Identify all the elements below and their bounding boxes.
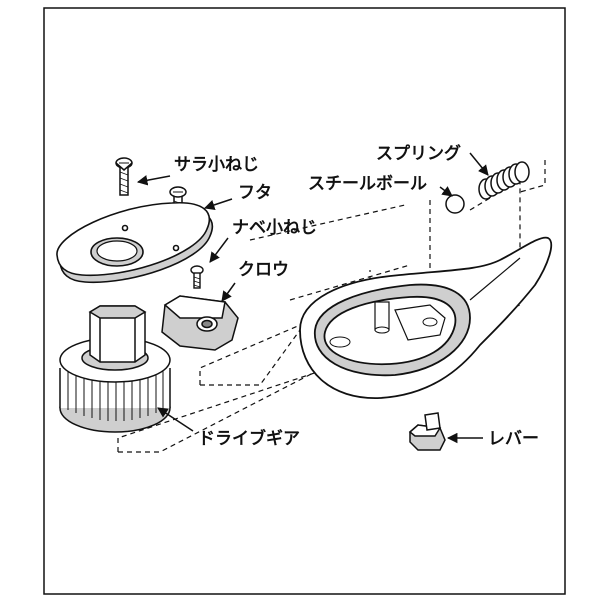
countersunk-screw-part xyxy=(115,157,133,196)
spring-leader xyxy=(469,152,489,176)
cover-plate-part xyxy=(56,201,214,284)
drive-gear-part xyxy=(59,305,171,433)
pawl-label: クロウ xyxy=(238,260,289,280)
cover-leader xyxy=(204,198,233,210)
cover-label: フタ xyxy=(238,183,272,203)
countersunk-screw-label: サラ小ねじ xyxy=(174,155,259,175)
spring-part xyxy=(478,161,530,200)
steel-ball-leader xyxy=(439,186,453,197)
pawl-part xyxy=(161,295,239,351)
pawl-leader xyxy=(221,282,236,302)
drive-gear-label: ドライブギア xyxy=(198,428,300,449)
lever-label: レバー xyxy=(488,429,539,449)
steel-ball-label: スチールボール xyxy=(308,174,427,194)
pan-head-screw-leader xyxy=(209,237,229,263)
lever-part xyxy=(408,412,446,451)
pan-head-screw-label: ナベ小ねじ xyxy=(232,218,317,238)
countersunk-screw-leader xyxy=(136,175,171,186)
drive-gear-leader xyxy=(157,407,194,432)
wrench-head-part xyxy=(299,236,553,399)
leader-arrows xyxy=(136,152,489,444)
steel-ball-part xyxy=(445,194,465,214)
diagram-border xyxy=(43,7,566,595)
pan-head-screw-part xyxy=(190,265,204,289)
spring-label: スプリング xyxy=(376,143,461,164)
